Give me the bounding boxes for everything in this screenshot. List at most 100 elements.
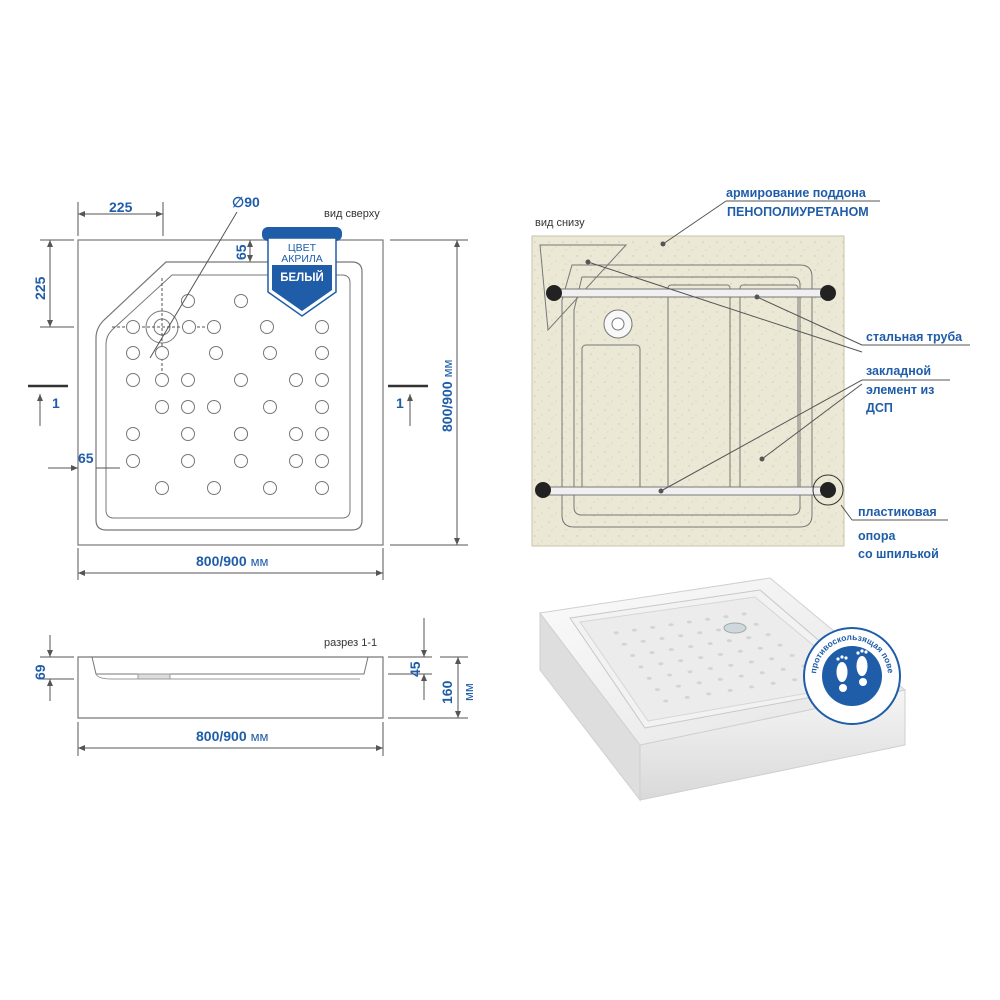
anti-slip-dot-3d: [686, 620, 692, 624]
anti-slip-dot-3d: [659, 637, 665, 640]
anti-slip-dot: [207, 481, 221, 495]
anti-slip-dot: [126, 346, 140, 360]
anti-slip-dot: [263, 400, 277, 414]
anti-slip-dot: [315, 320, 329, 334]
dim-corner-height: 225: [32, 276, 48, 300]
footprints-icon: [836, 649, 868, 692]
anti-slip-dot-3d: [678, 659, 684, 663]
section-view-label: разрез 1-1: [324, 637, 377, 649]
anti-slip-dot: [126, 454, 140, 468]
dim-basin-depth: 69: [32, 664, 48, 680]
anti-slip-dot-3d: [777, 643, 783, 647]
bottom-view: вид снизу: [531, 186, 970, 561]
dim-total-height: 160: [439, 680, 455, 704]
anti-slip-dot-3d: [741, 612, 747, 616]
callout-steel-pipe: стальная труба: [866, 330, 963, 344]
anti-slip-dot: [207, 320, 221, 334]
support-leg: [535, 482, 551, 498]
anti-slip-dot: [260, 320, 274, 334]
anti-slip-dot: [315, 400, 329, 414]
anti-slip-dot: [315, 481, 329, 495]
anti-slip-dot-3d: [706, 692, 712, 696]
anti-slip-dot-3d: [654, 688, 661, 692]
anti-slip-dot-3d: [696, 681, 702, 685]
callout-insert-2: элемент из: [866, 383, 934, 397]
section-profile: [77, 656, 384, 719]
anti-slip-dot-3d: [678, 634, 684, 638]
anti-slip-dot: [182, 320, 196, 334]
callout-reinforce-2: ПЕНОПОЛИУРЕТАНОМ: [727, 205, 869, 219]
anti-slip-dot-3d: [646, 676, 652, 680]
anti-slip-dot-3d: [668, 648, 674, 652]
anti-slip-dot-3d: [769, 657, 775, 661]
badge-line-2: АКРИЛА: [281, 253, 323, 265]
callout-support-1: пластиковая: [858, 505, 937, 519]
anti-slip-dots: [126, 294, 329, 495]
anti-slip-dot: [315, 427, 329, 441]
section-mark-right: 1: [396, 395, 404, 411]
anti-slip-dot-3d: [667, 673, 673, 677]
anti-slip-dot: [234, 427, 248, 441]
anti-slip-dot-3d: [697, 631, 703, 635]
anti-slip-dot: [155, 373, 169, 387]
dim-corner-width: 225: [109, 199, 133, 215]
anti-slip-dot-3d: [789, 654, 795, 657]
dim-rim-left: 65: [78, 450, 94, 466]
anti-slip-dot: [181, 373, 195, 387]
callout-support-3: со шпилькой: [858, 547, 939, 561]
anti-slip-dot: [263, 481, 277, 495]
anti-slip-dot-3d: [757, 646, 763, 650]
anti-slip-dot-3d: [728, 663, 734, 667]
anti-slip-dot-3d: [749, 685, 755, 689]
dim-drain-diameter: ∅90: [232, 194, 260, 210]
anti-slip-dot-3d: [668, 623, 674, 627]
anti-slip-dot-3d: [715, 628, 722, 632]
drain-3d: [723, 622, 747, 634]
anti-slip-dot: [181, 400, 195, 414]
top-view-label: вид сверху: [324, 208, 380, 220]
anti-slip-dot-3d: [638, 665, 644, 669]
anti-slip-dot: [207, 400, 221, 414]
anti-slip-dot: [126, 427, 140, 441]
anti-slip-dot-3d: [737, 649, 743, 653]
anti-slip-dot-3d: [658, 662, 664, 666]
anti-slip-dot: [155, 481, 169, 495]
anti-slip-dot: [181, 454, 195, 468]
dim-inner-depth: 45: [407, 661, 423, 677]
anti-slip-dot-3d: [748, 660, 754, 664]
anti-slip-dot-3d: [684, 695, 690, 699]
anti-slip-dot: [315, 373, 329, 387]
anti-slip-dot: [315, 454, 329, 468]
anti-slip-dot-3d: [734, 625, 740, 629]
anti-slip-dot: [181, 427, 195, 441]
anti-slip-dot-3d: [640, 639, 646, 643]
anti-slip-dot: [315, 346, 329, 360]
anti-slip-dot: [155, 400, 169, 414]
anti-slip-dot-3d: [753, 622, 759, 626]
callout-support-2: опора: [858, 529, 896, 543]
anti-slip-dot-3d: [765, 633, 771, 637]
badge-line-3: БЕЛЫЙ: [280, 271, 324, 284]
anti-slip-dot: [289, 427, 303, 441]
anti-slip-dot-3d: [649, 651, 655, 655]
anti-slip-dot-3d: [792, 678, 798, 682]
anti-slip-dot-3d: [613, 631, 619, 635]
anti-slip-dot: [126, 320, 140, 334]
anti-slip-dot: [155, 346, 169, 360]
anti-slip-dot-3d: [687, 670, 693, 674]
top-view: вид сверху 225 225 ∅90 65 65: [28, 194, 468, 580]
dim-rim-top: 65: [233, 244, 249, 260]
anti-slip-dot-3d: [688, 645, 694, 649]
anti-slip-dot-3d: [726, 639, 733, 643]
badge-line-1: ЦВЕТ: [288, 242, 317, 254]
anti-slip-dot-3d: [663, 699, 669, 703]
anti-slip-dot-3d: [675, 684, 682, 688]
anti-slip-dot: [126, 373, 140, 387]
anti-slip-dot-3d: [770, 681, 776, 685]
acrylic-color-badge: ЦВЕТ АКРИЛА БЕЛЫЙ: [262, 227, 342, 317]
anti-slip-dot-3d: [717, 677, 723, 681]
tray-3d-render: [539, 577, 907, 802]
